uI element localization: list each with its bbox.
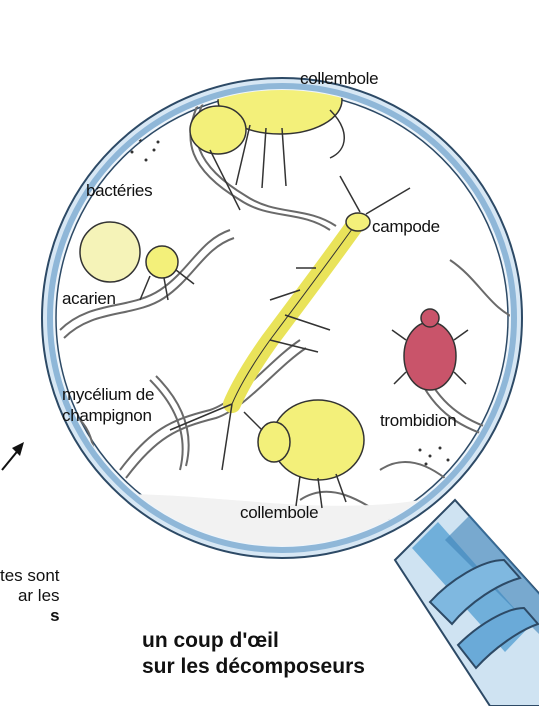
magnifier-handle xyxy=(395,500,539,706)
cropped-side-text: tes sont ar les s xyxy=(0,566,60,626)
label-campode: campode xyxy=(372,218,440,236)
label-bacteries: bactéries xyxy=(86,182,152,200)
label-mycelium-line1: mycélium de xyxy=(62,386,154,404)
caption: un coup d'œil sur les décomposeurs xyxy=(142,628,365,680)
caption-line1: un coup d'œil xyxy=(142,628,365,654)
arrow-icon xyxy=(2,442,24,470)
caption-line2: sur les décomposeurs xyxy=(142,654,365,680)
label-acarien: acarien xyxy=(62,290,116,308)
label-collembole-bottom: collembole xyxy=(240,504,318,522)
label-collembole-top: collembole xyxy=(300,70,378,88)
side-text-line3: s xyxy=(0,606,60,626)
label-trombidion: trombidion xyxy=(380,412,456,430)
side-text-line1: tes sont xyxy=(0,566,60,586)
side-text-line2: ar les xyxy=(0,586,60,606)
label-mycelium-line2: champignon xyxy=(62,407,152,425)
